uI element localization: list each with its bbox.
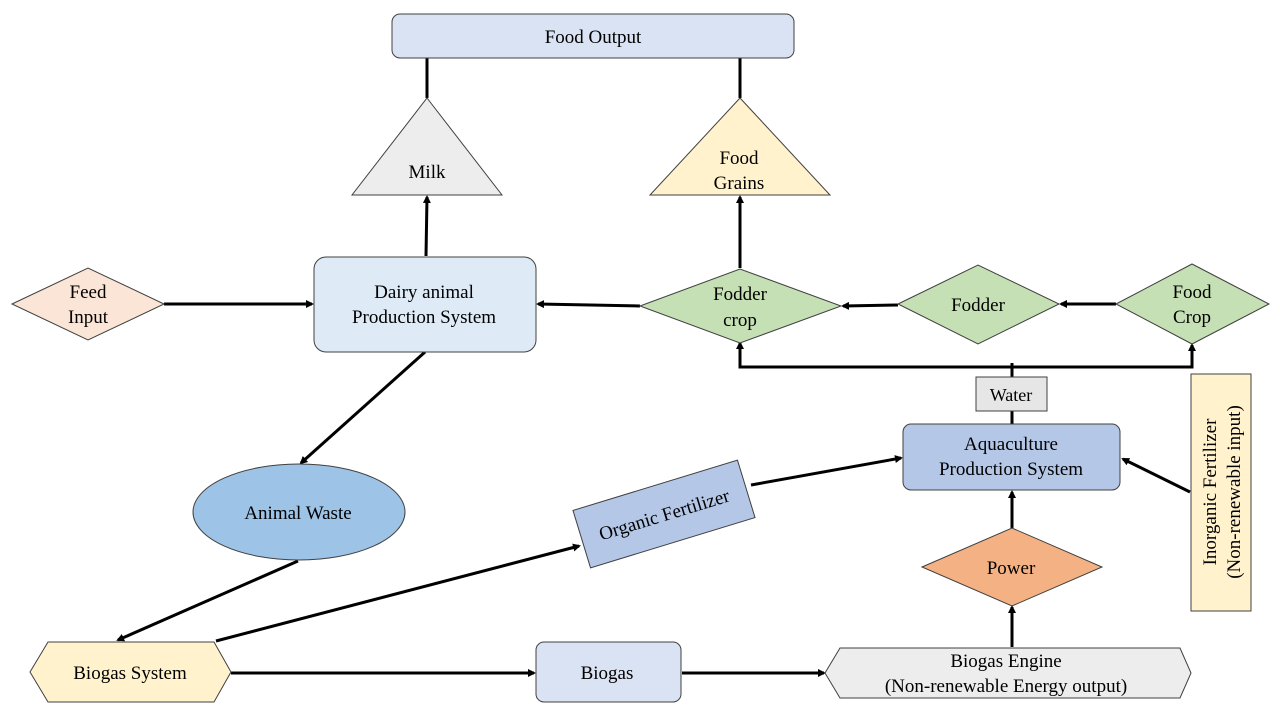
edge-animal-waste-to-biogas-system [116, 559, 299, 642]
inorganic-fertilizer-label-line1: Inorganic Fertilizer [1200, 418, 1221, 566]
inorganic-fertilizer-node: Inorganic Fertilizer (Non-renewable inpu… [1190, 373, 1252, 612]
edge-water-to-food-crop [1012, 343, 1196, 369]
biogas-engine-hexagon [824, 647, 1192, 699]
edge-organic-fertilizer-to-aquaculture [750, 455, 903, 487]
feed-input-node: Feed Input [10, 267, 166, 341]
feed-input-diamond [10, 267, 166, 341]
dairy-node: Dairy animal Production System [313, 256, 537, 353]
milk-label: Milk [409, 162, 446, 183]
food-grains-label-line1: Food [719, 148, 759, 169]
milk-triangle [350, 97, 504, 196]
dairy-label-line2: Production System [352, 307, 496, 328]
edge-fodder-crop-to-dairy [536, 300, 641, 309]
biogas-system-node: Biogas System [29, 641, 232, 703]
edge-dairy-to-animal-waste [299, 350, 427, 465]
animal-waste-label: Animal Waste [244, 503, 351, 524]
biogas-engine-label-line2: (Non-renewable Energy output) [885, 676, 1127, 697]
edge-inorganic-to-aquaculture [1121, 457, 1191, 494]
fodder-crop-label-line2: crop [723, 310, 757, 331]
aquaculture-box [902, 423, 1121, 491]
biogas-label: Biogas [581, 663, 634, 684]
biogas-system-hexagon [29, 641, 232, 703]
animal-waste-node: Animal Waste [192, 463, 406, 561]
power-diamond [920, 527, 1104, 607]
edge-dairy-to-milk [422, 195, 431, 257]
power-label: Power [987, 558, 1036, 579]
fodder-crop-node: Fodder crop [638, 268, 843, 344]
milk-node: Milk [350, 97, 504, 196]
biogas-node: Biogas [535, 641, 682, 703]
food-crop-label-line2: Crop [1173, 307, 1211, 328]
feed-input-label-line1: Feed [70, 282, 107, 303]
aquaculture-node: Aquaculture Production System [902, 423, 1121, 491]
food-crop-diamond [1114, 263, 1271, 345]
aquaculture-label-line1: Aquaculture [964, 434, 1058, 455]
edge-water-to-fodder-crop [736, 341, 1012, 369]
food-output-label: Food Output [545, 27, 642, 48]
food-output-node: Food Output [391, 13, 795, 59]
edges [116, 58, 1196, 677]
aquaculture-label-line2: Production System [939, 459, 1083, 480]
fodder-crop-diamond [638, 268, 843, 344]
dairy-label-line1: Dairy animal [374, 282, 474, 303]
edge-biogas-system-to-organic-fertilizer [215, 543, 581, 643]
organic-fertilizer-box [572, 459, 756, 569]
animal-waste-ellipse [192, 463, 406, 561]
food-grains-node: Food Grains [648, 97, 832, 196]
food-grains-label-line2: Grains [714, 173, 765, 194]
fodder-label: Fodder [951, 295, 1006, 316]
food-output-box [391, 13, 795, 59]
fodder-diamond [896, 264, 1061, 345]
food-crop-label-line1: Food [1172, 282, 1212, 303]
dairy-box [313, 256, 537, 353]
biogas-engine-label-line1: Biogas Engine [950, 651, 1061, 672]
inorganic-fertilizer-label-line2: (Non-renewable input) [1224, 405, 1245, 579]
fodder-node: Fodder [896, 264, 1061, 345]
power-node: Power [920, 527, 1104, 607]
biogas-system-label: Biogas System [73, 663, 187, 684]
organic-fertilizer-node: Organic Fertilizer [572, 459, 756, 569]
food-grains-triangle [648, 97, 832, 196]
water-box [975, 376, 1048, 412]
food-crop-node: Food Crop [1114, 263, 1271, 345]
water-node: Water [975, 376, 1048, 412]
edge-fodder-to-fodder-crop [841, 301, 899, 310]
inorganic-fertilizer-box [1190, 373, 1252, 612]
biogas-box [535, 641, 682, 703]
fodder-crop-label-line1: Fodder [713, 284, 768, 305]
feed-input-label-line2: Input [68, 307, 109, 328]
biogas-engine-node: Biogas Engine (Non-renewable Energy outp… [824, 647, 1192, 699]
water-label: Water [990, 385, 1033, 405]
